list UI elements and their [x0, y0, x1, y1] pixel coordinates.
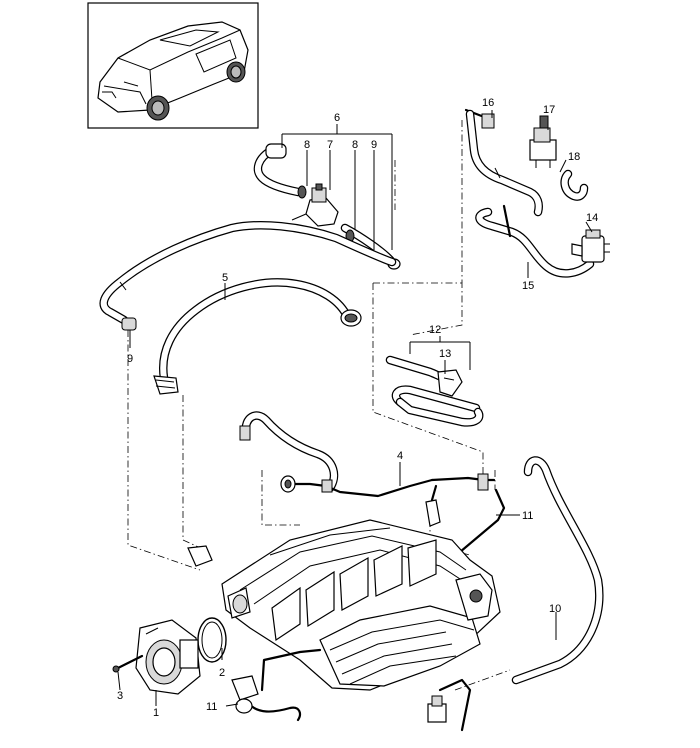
callout-10: 10	[549, 603, 561, 615]
callout-6: 6	[334, 112, 340, 124]
callout-11b: 11	[206, 701, 217, 713]
callout-15: 15	[522, 280, 534, 292]
hose-12	[385, 355, 484, 427]
suv-icon	[97, 21, 249, 121]
solenoid-valve-17	[529, 115, 557, 168]
hose-16	[464, 108, 543, 217]
callout-11a: 11	[522, 510, 533, 522]
callout-2: 2	[219, 667, 225, 679]
hose-10	[511, 456, 604, 685]
throttle-body-1	[135, 619, 201, 695]
hose-18	[560, 169, 589, 201]
leader-lines	[117, 110, 593, 707]
callout-1: 1	[153, 707, 159, 719]
callout-7: 7	[327, 139, 333, 151]
bracket-13	[437, 369, 463, 397]
hose-clamp-9	[121, 317, 137, 331]
callout-4: 4	[397, 450, 403, 462]
callout-16: 16	[482, 97, 494, 109]
callout-18: 18	[568, 151, 580, 163]
hose-clamp-icon	[265, 143, 287, 159]
callout-14: 14	[586, 212, 598, 224]
intake-manifold	[187, 519, 501, 691]
hose-4	[239, 411, 496, 527]
bolt-3	[112, 654, 144, 673]
callout-12: 12	[429, 324, 441, 336]
vacuum-line-11b	[231, 648, 322, 722]
breather-hose-long	[99, 221, 397, 325]
hose-clamp-8a	[297, 185, 307, 199]
callout-13: 13	[439, 348, 451, 360]
hose-15	[475, 204, 595, 278]
hose-5	[153, 278, 362, 395]
pressure-valve-14	[571, 229, 610, 263]
callout-9b: 9	[371, 139, 377, 151]
vent-valve-7	[291, 183, 339, 227]
callout-5: 5	[222, 272, 228, 284]
callout-9a: 9	[127, 353, 133, 365]
callout-labels: 1 2 3 4 5 6 7 8 8 9 9 10 11 11 12 13 14 …	[117, 97, 598, 719]
callout-8a: 8	[304, 139, 310, 151]
sensor-bottom	[427, 678, 472, 732]
callout-3: 3	[117, 690, 123, 702]
vehicle-thumbnail	[87, 2, 259, 129]
callout-17: 17	[543, 104, 555, 116]
callout-8b: 8	[352, 139, 358, 151]
